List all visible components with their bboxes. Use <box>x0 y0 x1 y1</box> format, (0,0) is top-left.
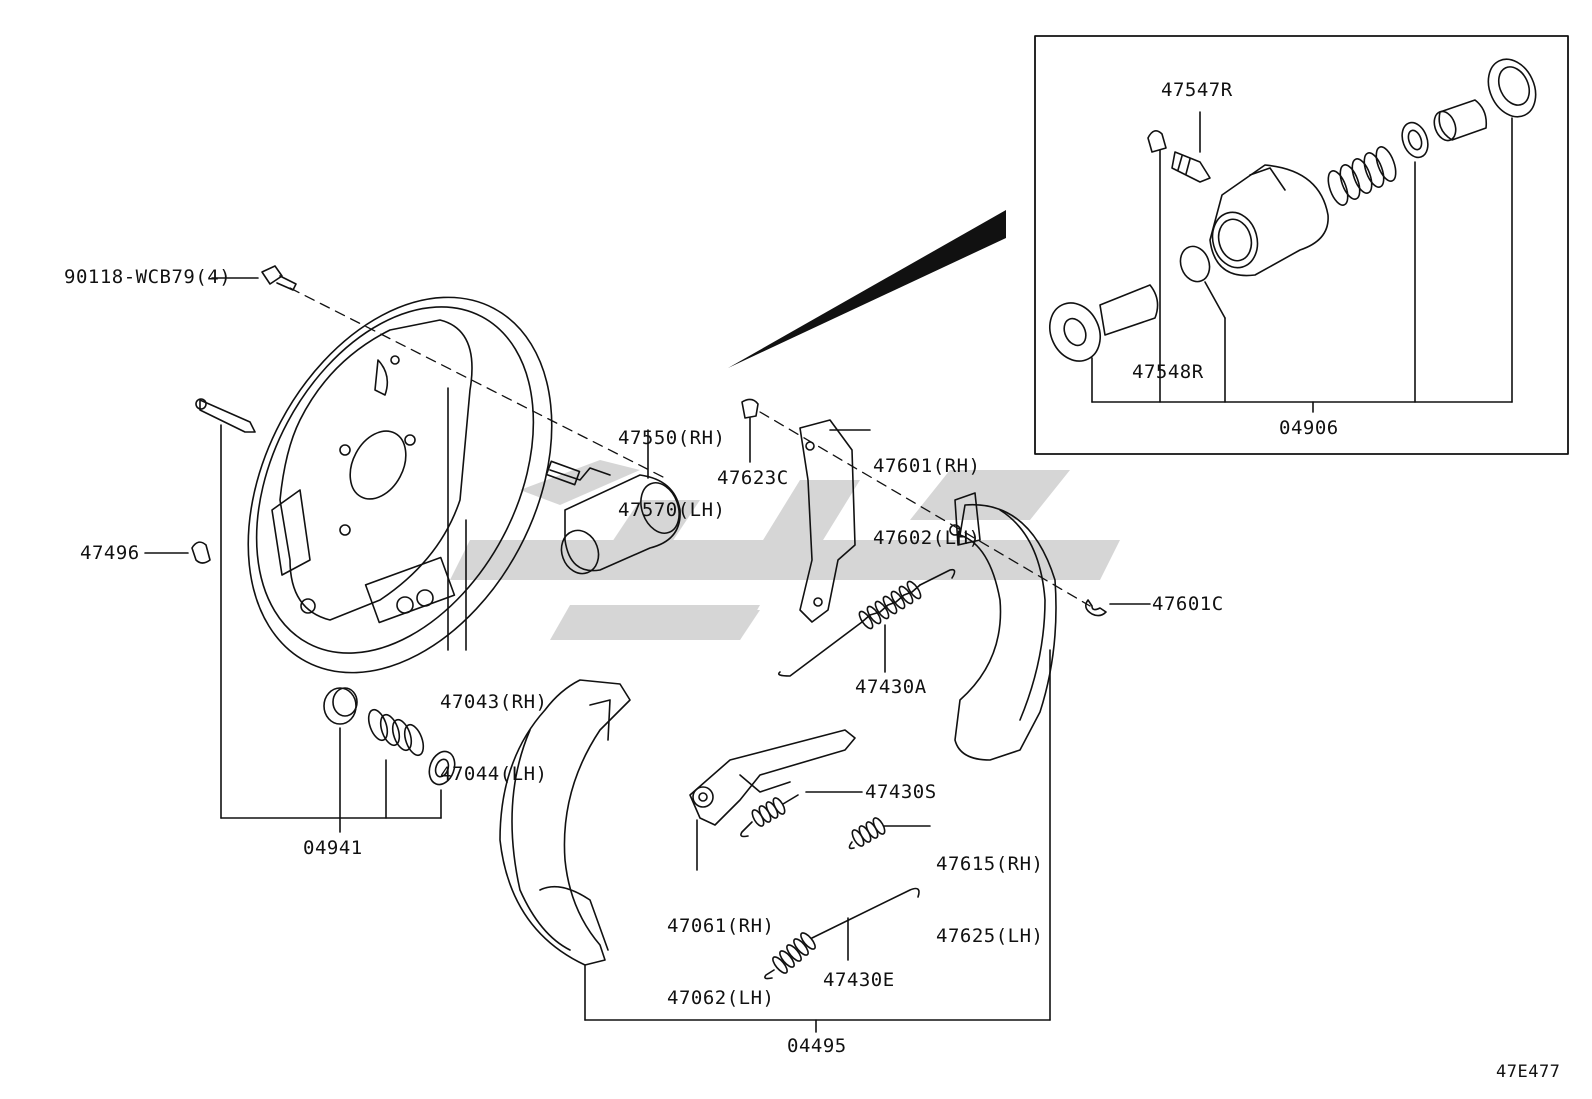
detail-bleeder-cap <box>1147 130 1167 153</box>
label-lever: 47601(RH) 47602(LH) <box>873 406 980 574</box>
label-hold-down-kit: 04941 <box>303 837 363 859</box>
detail-box <box>1034 35 1569 455</box>
bleeder-cap <box>741 398 759 419</box>
pin <box>191 398 256 564</box>
label-wheel-cylinder: 47550(RH) 47570(LH) <box>618 378 725 546</box>
detail-small-seal <box>1179 245 1211 283</box>
label-lever-spring-lh: 47625(LH) <box>936 925 1044 947</box>
label-lever-rh: 47601(RH) <box>873 455 981 477</box>
label-lever-lh: 47602(LH) <box>873 527 981 549</box>
label-lever-spring: 47615(RH) 47625(LH) <box>936 804 1043 972</box>
label-bleeder-plug: 47547R <box>1161 79 1233 101</box>
label-shoe-kit: 04495 <box>787 1035 847 1057</box>
label-wheel-cylinder-lh: 47570(LH) <box>618 499 726 521</box>
hold-down-bracket <box>220 424 442 833</box>
label-backing-plate: 47043(RH) 47044(LH) <box>440 642 547 810</box>
adjuster-spring <box>740 794 799 838</box>
label-backing-plate-rh: 47043(RH) <box>440 691 548 713</box>
label-clip: 47601C <box>1152 593 1224 615</box>
lever-spring <box>848 817 886 850</box>
assembly-dash-lines <box>289 287 1091 607</box>
backing-plate-leader <box>447 387 467 651</box>
lever <box>799 419 856 623</box>
label-adjuster: 47061(RH) 47062(LH) <box>667 866 774 1034</box>
bolt <box>261 265 297 291</box>
label-return-spring: 47430A <box>855 676 927 698</box>
detail-spring <box>1327 146 1397 206</box>
label-boot: 47548R <box>1132 361 1204 383</box>
detail-boot-right <box>1487 58 1537 118</box>
detail-boot-left <box>1049 284 1159 362</box>
shoe-kit-bracket <box>584 649 1051 1033</box>
label-adjuster-lh: 47062(LH) <box>667 987 775 1009</box>
label-tension-spring: 47430E <box>823 969 895 991</box>
diagram-code: 47E477 <box>1496 1062 1561 1082</box>
label-adjuster-rh: 47061(RH) <box>667 915 775 937</box>
label-backing-plate-lh: 47044(LH) <box>440 763 548 785</box>
detail-pointer <box>728 210 1006 368</box>
detail-bleeder-plug <box>1171 151 1211 183</box>
tension-spring <box>764 887 920 980</box>
hold-down-parts <box>323 687 456 786</box>
label-lever-spring-rh: 47615(RH) <box>936 853 1044 875</box>
clip <box>1084 599 1107 617</box>
brake-shoe-left <box>499 679 631 966</box>
label-pin: 47496 <box>80 542 140 564</box>
label-bleeder-cap: 47623C <box>717 467 789 489</box>
adjuster <box>689 729 856 826</box>
detail-cylinder <box>1209 164 1329 277</box>
detail-bracket <box>1091 117 1513 413</box>
label-adjuster-spring: 47430S <box>865 781 937 803</box>
label-wheel-cylinder-rh: 47550(RH) <box>618 427 726 449</box>
label-detail-kit: 04906 <box>1279 417 1339 439</box>
label-bolt: 90118-WCB79(4) <box>64 266 232 288</box>
brake-shoe-right <box>949 492 1057 761</box>
return-spring <box>777 568 956 677</box>
wheel-cylinder <box>545 460 681 575</box>
detail-piston <box>1433 99 1488 142</box>
detail-cup-seal <box>1401 121 1429 159</box>
